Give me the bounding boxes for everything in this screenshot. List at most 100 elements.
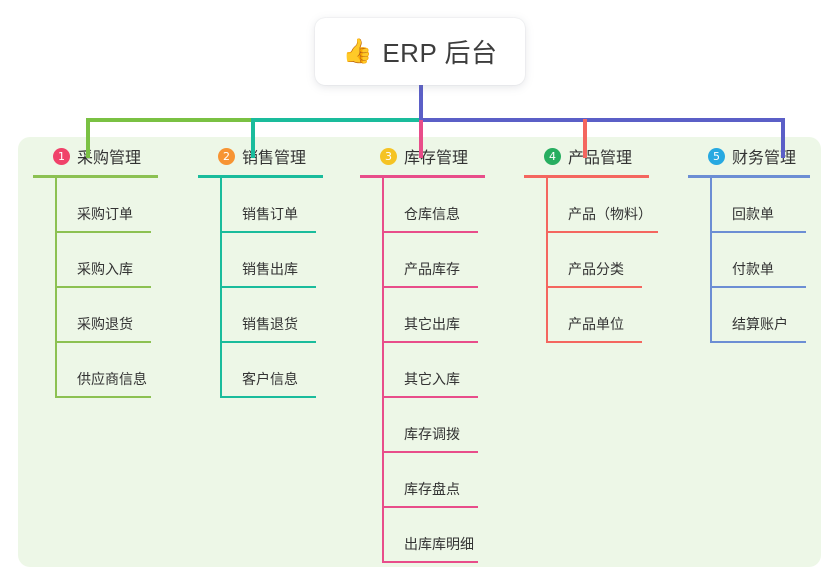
branch-item-list: 产品（物料） 产品分类产品单位: [524, 178, 684, 343]
branch-column-2: 2 销售管理销售订单销售出库销售退货客户信息: [198, 143, 358, 398]
branch-column-5: 5 财务管理回款单付款单结算账户: [688, 143, 839, 343]
branch-item[interactable]: 销售出库: [220, 233, 358, 288]
branch-item-label: 其它出库: [404, 316, 460, 332]
branch-item-label: 仓库信息: [404, 206, 460, 222]
branch-item-underline: [546, 341, 642, 343]
branch-underline: [33, 175, 158, 178]
branch-item-label: 客户信息: [242, 371, 298, 387]
branch-column-3: 3 库存管理仓库信息产品库存其它出库其它入库库存调拨库存盘点出库库明细: [360, 143, 520, 563]
branch-item-label: 付款单: [732, 261, 774, 277]
branch-item-label: 产品单位: [568, 316, 624, 332]
branch-item-label: 产品（物料）: [568, 206, 652, 222]
branch-item-underline: [382, 396, 478, 398]
branch-item-label: 产品库存: [404, 261, 460, 277]
branch-underline: [360, 175, 485, 178]
branch-item[interactable]: 库存盘点: [382, 453, 520, 508]
branch-underline: [524, 175, 649, 178]
branch-title: 销售管理: [242, 150, 307, 167]
branch-header-5[interactable]: 5 财务管理: [688, 143, 839, 169]
branch-item-list: 仓库信息产品库存其它出库其它入库库存调拨库存盘点出库库明细: [360, 178, 520, 563]
branch-item-label: 采购入库: [77, 261, 133, 277]
branch-number-badge: 1: [53, 147, 70, 165]
branch-item-underline: [55, 286, 151, 288]
branch-item-underline: [220, 396, 316, 398]
bus-drop-5: [781, 119, 785, 158]
branch-item[interactable]: 采购订单: [55, 178, 193, 233]
branch-item-underline: [55, 396, 151, 398]
branch-number-badge: 2: [218, 147, 235, 165]
branch-item-label: 结算账户: [732, 316, 788, 332]
branch-item[interactable]: 产品分类: [546, 233, 684, 288]
branch-item-list: 采购订单采购入库采购退货供应商信息: [33, 178, 193, 398]
branch-item-underline: [710, 231, 806, 233]
branch-item[interactable]: 客户信息: [220, 343, 358, 398]
branch-item-label: 销售退货: [242, 316, 298, 332]
branch-title: 库存管理: [404, 150, 469, 167]
branch-item-label: 回款单: [732, 206, 774, 222]
branch-item[interactable]: 其它出库: [382, 288, 520, 343]
branch-item[interactable]: 销售订单: [220, 178, 358, 233]
bus-segment-blue: [419, 118, 785, 122]
bus-drop-1: [86, 119, 90, 158]
branch-number-badge: 5: [708, 147, 725, 165]
branch-header-1[interactable]: 1 采购管理: [33, 143, 193, 169]
branch-item-list: 销售订单销售出库销售退货客户信息: [198, 178, 358, 398]
bus-drop-4: [583, 119, 587, 158]
branch-item[interactable]: 其它入库: [382, 343, 520, 398]
branch-item-underline: [382, 231, 478, 233]
branch-item-underline: [382, 451, 478, 453]
bus-drop-2: [251, 119, 255, 158]
branch-item-label: 采购退货: [77, 316, 133, 332]
thumbs-up-icon: 👍: [342, 37, 373, 65]
branch-item[interactable]: 产品库存: [382, 233, 520, 288]
branch-item-underline: [382, 341, 478, 343]
branch-item[interactable]: 产品（物料）: [546, 178, 684, 233]
branch-item[interactable]: 结算账户: [710, 288, 839, 343]
branch-number-badge: 3: [380, 147, 397, 165]
branch-title: 产品管理: [568, 150, 633, 167]
branch-item[interactable]: 库存调拨: [382, 398, 520, 453]
branch-item[interactable]: 采购入库: [55, 233, 193, 288]
branch-spine: [382, 178, 384, 563]
branch-item-label: 供应商信息: [77, 371, 147, 387]
branch-item[interactable]: 回款单: [710, 178, 839, 233]
branch-item[interactable]: 销售退货: [220, 288, 358, 343]
branch-header-2[interactable]: 2 销售管理: [198, 143, 358, 169]
branch-spine: [220, 178, 222, 398]
branch-item[interactable]: 产品单位: [546, 288, 684, 343]
branch-item[interactable]: 付款单: [710, 233, 839, 288]
bus-segment-green: [86, 118, 253, 122]
branch-item[interactable]: 采购退货: [55, 288, 193, 343]
branch-header-3[interactable]: 3 库存管理: [360, 143, 520, 169]
bus-segment-teal: [251, 118, 423, 122]
root-trunk-connector: [419, 84, 423, 120]
branch-item-label: 其它入库: [404, 371, 460, 387]
branch-underline: [198, 175, 323, 178]
branch-column-1: 1 采购管理采购订单采购入库采购退货供应商信息: [33, 143, 193, 398]
branches-panel: [18, 137, 821, 567]
branch-item-label: 销售出库: [242, 261, 298, 277]
bus-drop-3: [419, 119, 423, 158]
branch-title: 财务管理: [732, 150, 797, 167]
branch-title: 采购管理: [77, 150, 142, 167]
branch-item-underline: [55, 231, 151, 233]
branch-item-underline: [546, 231, 658, 233]
branch-item-underline: [220, 231, 316, 233]
branch-number-badge: 4: [544, 147, 561, 165]
branch-spine: [55, 178, 57, 398]
root-node-card[interactable]: 👍 ERP 后台: [315, 18, 525, 85]
branch-spine: [710, 178, 712, 343]
branch-item-underline: [382, 561, 478, 563]
branch-underline: [688, 175, 810, 178]
branch-item-underline: [710, 286, 806, 288]
branch-item[interactable]: 出库库明细: [382, 508, 520, 563]
branch-item-label: 库存调拨: [404, 426, 460, 442]
branch-item-label: 库存盘点: [404, 481, 460, 497]
branch-header-4[interactable]: 4 产品管理: [524, 143, 684, 169]
branch-item-underline: [546, 286, 642, 288]
root-node-title: ERP 后台: [382, 38, 498, 68]
branch-item-label: 产品分类: [568, 261, 624, 277]
branch-item[interactable]: 供应商信息: [55, 343, 193, 398]
branch-item[interactable]: 仓库信息: [382, 178, 520, 233]
